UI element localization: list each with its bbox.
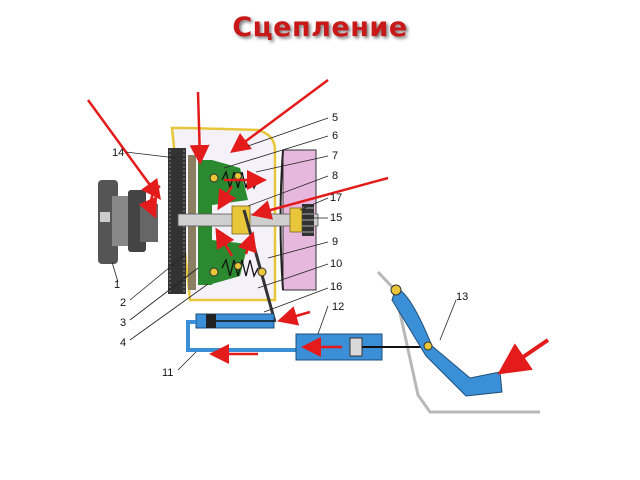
bearing-sleeve [289,207,303,233]
part-label: 3 [120,317,126,329]
gear-15 [302,204,314,236]
force-arrows [86,78,550,375]
part-label: 4 [120,337,126,349]
leader-lines [111,117,457,371]
part-label: 1 [114,279,120,291]
lever-joint [209,267,219,277]
part-label: 17 [330,192,342,204]
floor-line [376,270,540,414]
part-label: 10 [330,258,342,270]
lever-joint [209,173,219,183]
part-label: 9 [332,236,338,248]
part-label: 11 [162,367,173,379]
part-label: 2 [120,297,126,309]
part-label: 12 [332,301,344,313]
lever-joint [234,172,242,180]
part-label: 5 [332,112,338,124]
crankshaft [98,180,158,264]
fork-pivot [257,267,267,277]
part-label: 8 [332,170,338,182]
part-label: 14 [112,147,124,159]
release-fork [242,209,277,323]
part-label: 13 [456,291,468,303]
part-label: 6 [332,130,338,142]
clutch-pedal [390,284,503,397]
lever-joint [234,262,242,270]
part-label: 15 [330,212,342,224]
page-title: Сцепление [232,12,408,43]
hydraulic-line [186,320,300,352]
part-labels: 1 2 3 4 5 6 7 8 9 10 11 12 13 14 15 16 1… [112,112,468,379]
part-label: 16 [330,281,342,293]
part-label: 7 [332,150,338,162]
slave-cylinder [195,313,275,329]
